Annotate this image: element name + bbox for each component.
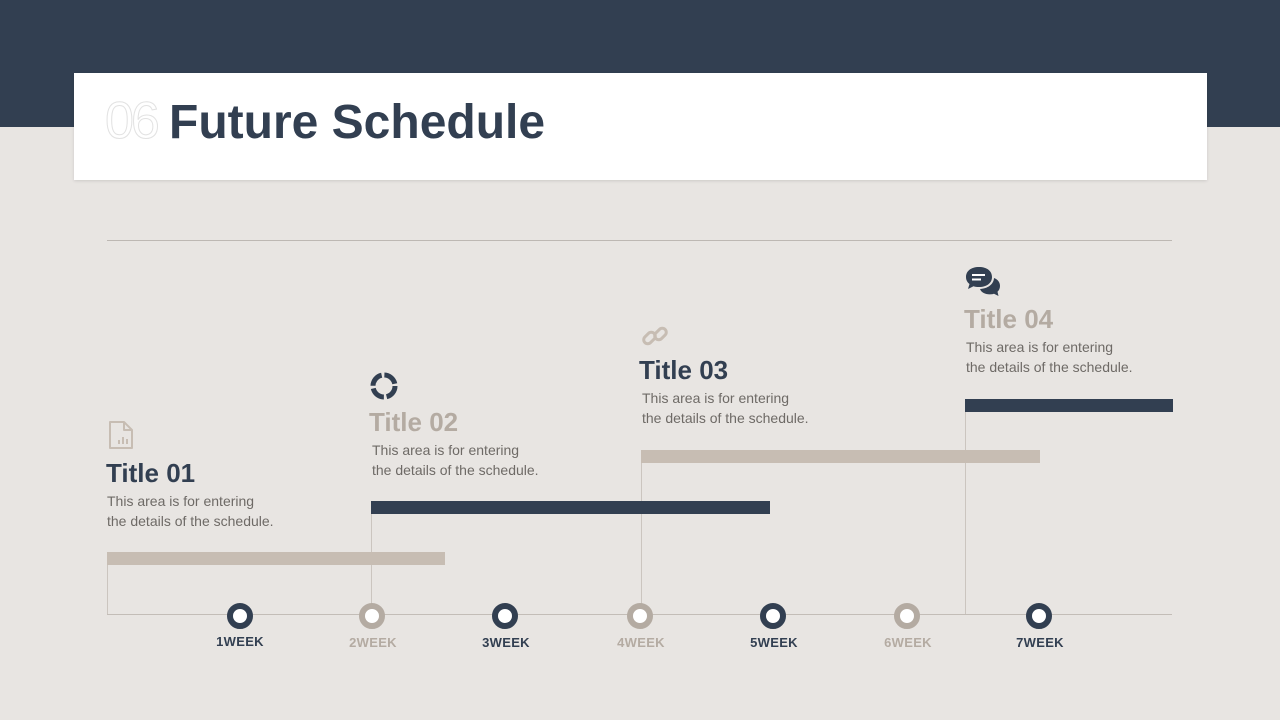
title-card: 06 Future Schedule [74,73,1207,180]
item-desc-2-line2: the details of the schedule. [372,462,539,478]
week-marker-2 [359,603,385,629]
week-label-6: 6WEEK [884,635,932,650]
week-marker-3 [492,603,518,629]
divider-line [107,240,1172,241]
week-marker-1 [227,603,253,629]
item-desc-3: This area is for entering the details of… [642,388,862,428]
item-desc-3-line2: the details of the schedule. [642,410,809,426]
item-desc-2: This area is for entering the details of… [372,440,592,480]
week-label-3: 3WEEK [482,635,530,650]
item-desc-4: This area is for entering the details of… [966,337,1186,377]
guide-line-1 [107,552,108,614]
week-marker-6 [894,603,920,629]
week-marker-7 [1026,603,1052,629]
item-desc-1-line1: This area is for entering [107,493,255,509]
page-title: Future Schedule [169,96,546,149]
item-desc-1-line2: the details of the schedule. [107,513,274,529]
week-label-1: 1WEEK [216,634,264,649]
schedule-bar-4 [965,399,1173,412]
item-desc-4-line1: This area is for entering [966,339,1114,355]
guide-line-3 [641,450,642,614]
week-marker-5 [760,603,786,629]
item-desc-1: This area is for entering the details of… [107,491,327,531]
week-label-4: 4WEEK [617,635,665,650]
donut-chart-icon [370,372,398,400]
link-icon [642,326,668,346]
schedule-bar-2 [371,501,770,514]
document-chart-icon [109,421,133,449]
schedule-bar-3 [641,450,1040,463]
week-label-7: 7WEEK [1016,635,1064,650]
item-desc-4-line2: the details of the schedule. [966,359,1133,375]
item-desc-2-line1: This area is for entering [372,442,520,458]
item-title-2: Title 02 [369,407,459,437]
schedule-bar-1 [107,552,445,565]
guide-line-4 [965,399,966,614]
week-marker-4 [627,603,653,629]
week-label-2: 2WEEK [349,635,397,650]
slide-number: 06 [105,92,161,150]
week-label-5: 5WEEK [750,635,798,650]
item-title-1: Title 01 [106,458,196,488]
item-desc-3-line1: This area is for entering [642,390,790,406]
item-title-3: Title 03 [639,355,729,385]
chat-bubbles-icon [966,267,1000,296]
item-title-4: Title 04 [964,304,1054,334]
